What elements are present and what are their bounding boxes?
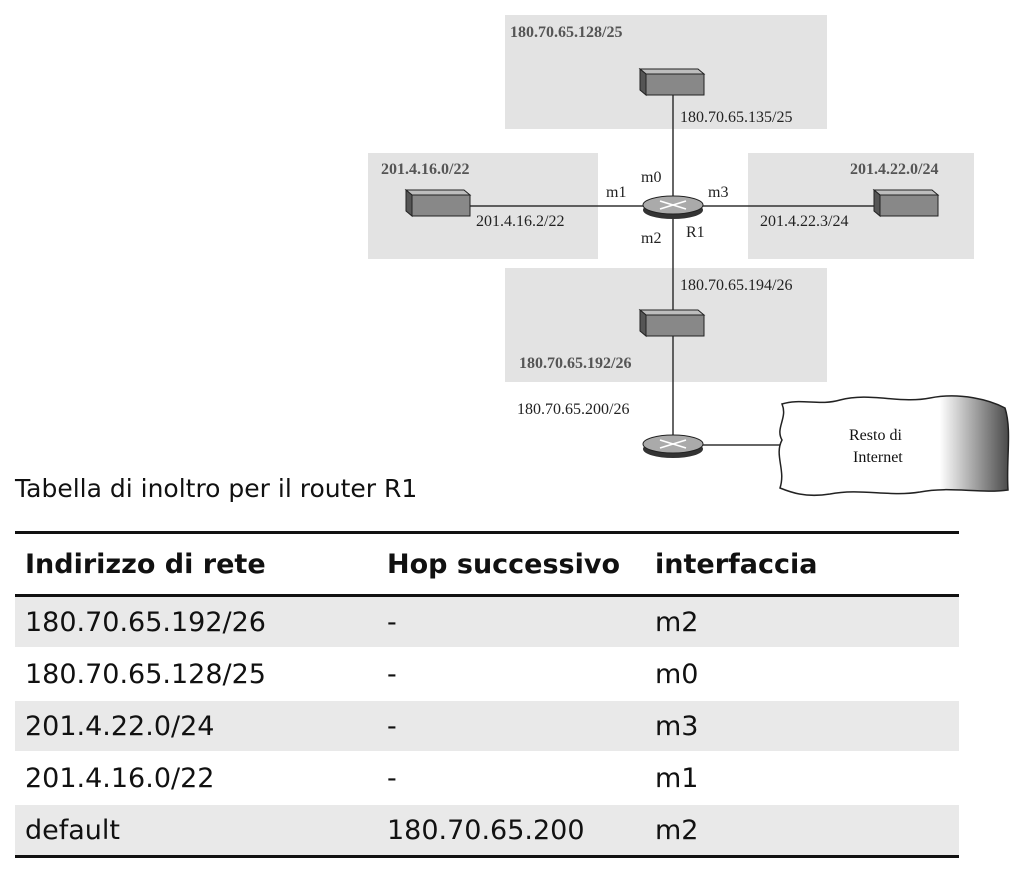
host-icon-top (638, 67, 706, 97)
cell-next-hop: - (377, 647, 645, 700)
network-diagram: 180.70.65.128/25 201.4.16.0/22 201.4.22.… (368, 15, 1010, 497)
cell-network: default (15, 803, 377, 858)
network-label-left: 201.4.16.0/22 (381, 161, 469, 178)
column-header-network: Indirizzo di rete (15, 531, 377, 597)
host-icon-right (872, 188, 940, 218)
cell-interface: m1 (645, 751, 959, 804)
internet-cloud-icon (778, 395, 1010, 497)
cell-network: 201.4.16.0/22 (15, 751, 377, 804)
network-label-right: 201.4.22.0/24 (850, 161, 938, 178)
table-header-row: Indirizzo di rete Hop successivo interfa… (15, 531, 959, 597)
router-label-r1: R1 (686, 224, 705, 241)
table-row: 201.4.22.0/24 - m3 (15, 699, 959, 752)
cell-next-hop: - (377, 699, 645, 752)
ip-label-lower-router: 180.70.65.200/26 (517, 401, 629, 418)
cell-interface: m2 (645, 803, 959, 858)
forwarding-table: Indirizzo di rete Hop successivo interfa… (15, 531, 959, 858)
network-label-bottom: 180.70.65.192/26 (519, 355, 631, 372)
interface-label-m3: m3 (708, 184, 728, 201)
table-row: default 180.70.65.200 m2 (15, 803, 959, 858)
host-icon-left (404, 188, 472, 218)
table-row: 180.70.65.192/26 - m2 (15, 594, 959, 648)
cell-network: 201.4.22.0/24 (15, 699, 377, 752)
table-row: 201.4.16.0/22 - m1 (15, 751, 959, 804)
cell-network: 180.70.65.192/26 (15, 594, 377, 648)
host-icon-bottom (638, 308, 706, 338)
ip-label-left: 201.4.16.2/22 (476, 213, 564, 230)
column-header-next-hop: Hop successivo (377, 531, 645, 597)
cloud-label-line2: Internet (853, 449, 903, 466)
interface-label-m0: m0 (641, 169, 661, 186)
interface-label-m2: m2 (641, 230, 661, 247)
router-r1-icon (642, 195, 704, 219)
cell-network: 180.70.65.128/25 (15, 647, 377, 700)
ip-label-bottom: 180.70.65.194/26 (680, 277, 792, 294)
cell-interface: m2 (645, 594, 959, 648)
cell-next-hop: 180.70.65.200 (377, 803, 645, 858)
cell-interface: m3 (645, 699, 959, 752)
table-row: 180.70.65.128/25 - m0 (15, 647, 959, 700)
cloud-label-line1: Resto di (849, 427, 902, 444)
ip-label-right: 201.4.22.3/24 (760, 213, 848, 230)
cell-next-hop: - (377, 594, 645, 648)
router-lower-icon (642, 434, 704, 458)
network-label-top: 180.70.65.128/25 (510, 24, 622, 41)
table-caption: Tabella di inoltro per il router R1 (15, 474, 418, 503)
cell-interface: m0 (645, 647, 959, 700)
interface-label-m1: m1 (606, 184, 626, 201)
column-header-interface: interfaccia (645, 531, 959, 597)
cell-next-hop: - (377, 751, 645, 804)
ip-label-top: 180.70.65.135/25 (680, 109, 792, 126)
